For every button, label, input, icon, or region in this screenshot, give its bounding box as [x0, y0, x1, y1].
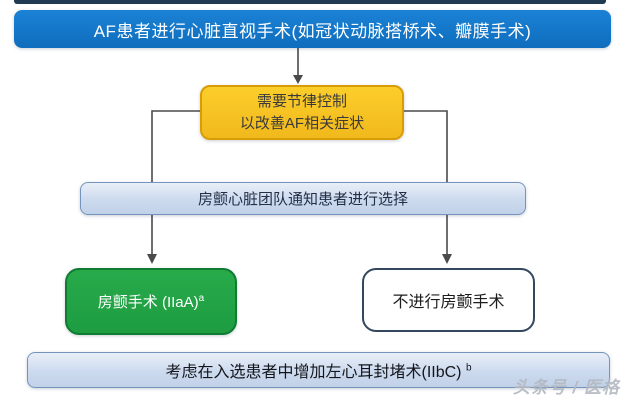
- node-open-heart-surgery-label: AF患者进行心脏直视手术(如冠状动脉搭桥术、瓣膜手术): [93, 21, 532, 41]
- watermark: 头条号 / 医格: [512, 378, 620, 397]
- arrowhead-left-branch: [147, 254, 157, 264]
- node-heart-team: 房颤心脏团队通知患者进行选择: [80, 182, 526, 215]
- node-rhythm-control-line2: 以改善AF相关症状: [239, 114, 365, 132]
- node-heart-team-label: 房颤心脏团队通知患者进行选择: [197, 191, 408, 208]
- node-no-af-surgery: 不进行房颤手术: [362, 268, 535, 332]
- node-rhythm-control-line1: 需要节律控制: [256, 92, 347, 110]
- node-laao-occlusion-label: 考虑在入选患者中增加左心耳封堵术(IIbC) b: [165, 362, 472, 381]
- node-af-surgery: 房颤手术 (IIaA)a: [65, 268, 237, 335]
- node-laao-occlusion: 考虑在入选患者中增加左心耳封堵术(IIbC) b: [27, 352, 610, 388]
- node-no-af-surgery-label: 不进行房颤手术: [392, 294, 505, 311]
- node-af-surgery-footnote: a: [198, 293, 205, 304]
- cropped-element-edge: [14, 0, 606, 4]
- node-open-heart-surgery: AF患者进行心脏直视手术(如冠状动脉搭桥术、瓣膜手术): [14, 10, 611, 48]
- node-rhythm-control: 需要节律控制 以改善AF相关症状: [200, 85, 404, 140]
- arrowhead-title-to-rhythm: [293, 75, 303, 84]
- node-af-surgery-label: 房颤手术 (IIaA)a: [97, 293, 205, 312]
- arrowhead-right-branch: [442, 254, 452, 264]
- node-laao-occlusion-footnote: b: [465, 362, 472, 374]
